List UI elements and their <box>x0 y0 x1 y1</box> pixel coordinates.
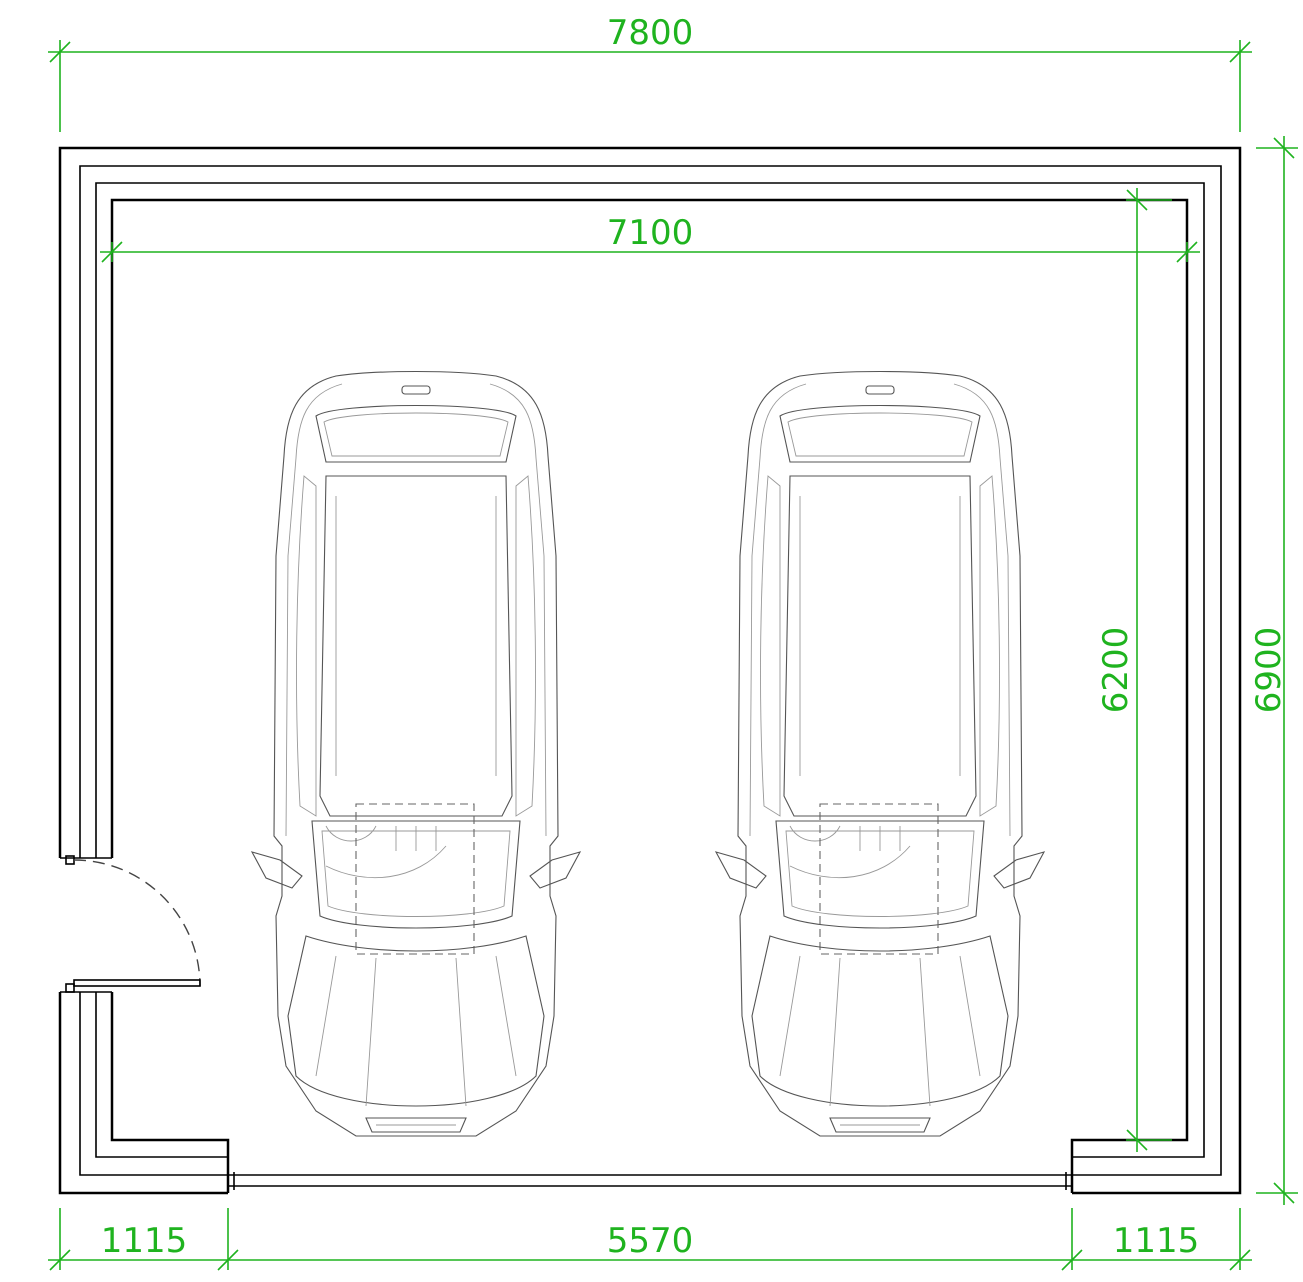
dim-inner-width: 7100 <box>100 213 1200 263</box>
side-door <box>73 859 201 987</box>
dim-bottom-chain: 1115 5570 1115 <box>48 1208 1252 1271</box>
garage-gate <box>228 1172 1072 1190</box>
car-left <box>251 370 581 1137</box>
door-leaf <box>73 979 201 987</box>
dim-inner-width-label: 7100 <box>607 213 694 253</box>
dim-inner-depth: 6200 <box>1096 188 1172 1152</box>
door-hinge-bottom <box>65 983 75 993</box>
garage-walls <box>58 146 1242 1195</box>
inner-wall <box>110 198 1189 1193</box>
wall-layer-1 <box>79 165 1222 1176</box>
dim-pier-left-label: 1115 <box>101 1221 188 1261</box>
wall-layer-2 <box>95 182 1205 1158</box>
dim-overall-depth: 6900 <box>1249 136 1298 1205</box>
dim-inner-depth-label: 6200 <box>1096 627 1136 714</box>
door-swing-arc <box>73 859 201 987</box>
dim-overall-width-label: 7800 <box>607 13 694 53</box>
dim-pier-right-label: 1115 <box>1113 1221 1200 1261</box>
car-right <box>715 370 1045 1137</box>
dim-overall-width: 7800 <box>48 13 1252 132</box>
outer-wall <box>58 146 1242 1195</box>
dim-gate-opening-label: 5570 <box>607 1221 694 1261</box>
dim-overall-depth-label: 6900 <box>1249 627 1289 714</box>
